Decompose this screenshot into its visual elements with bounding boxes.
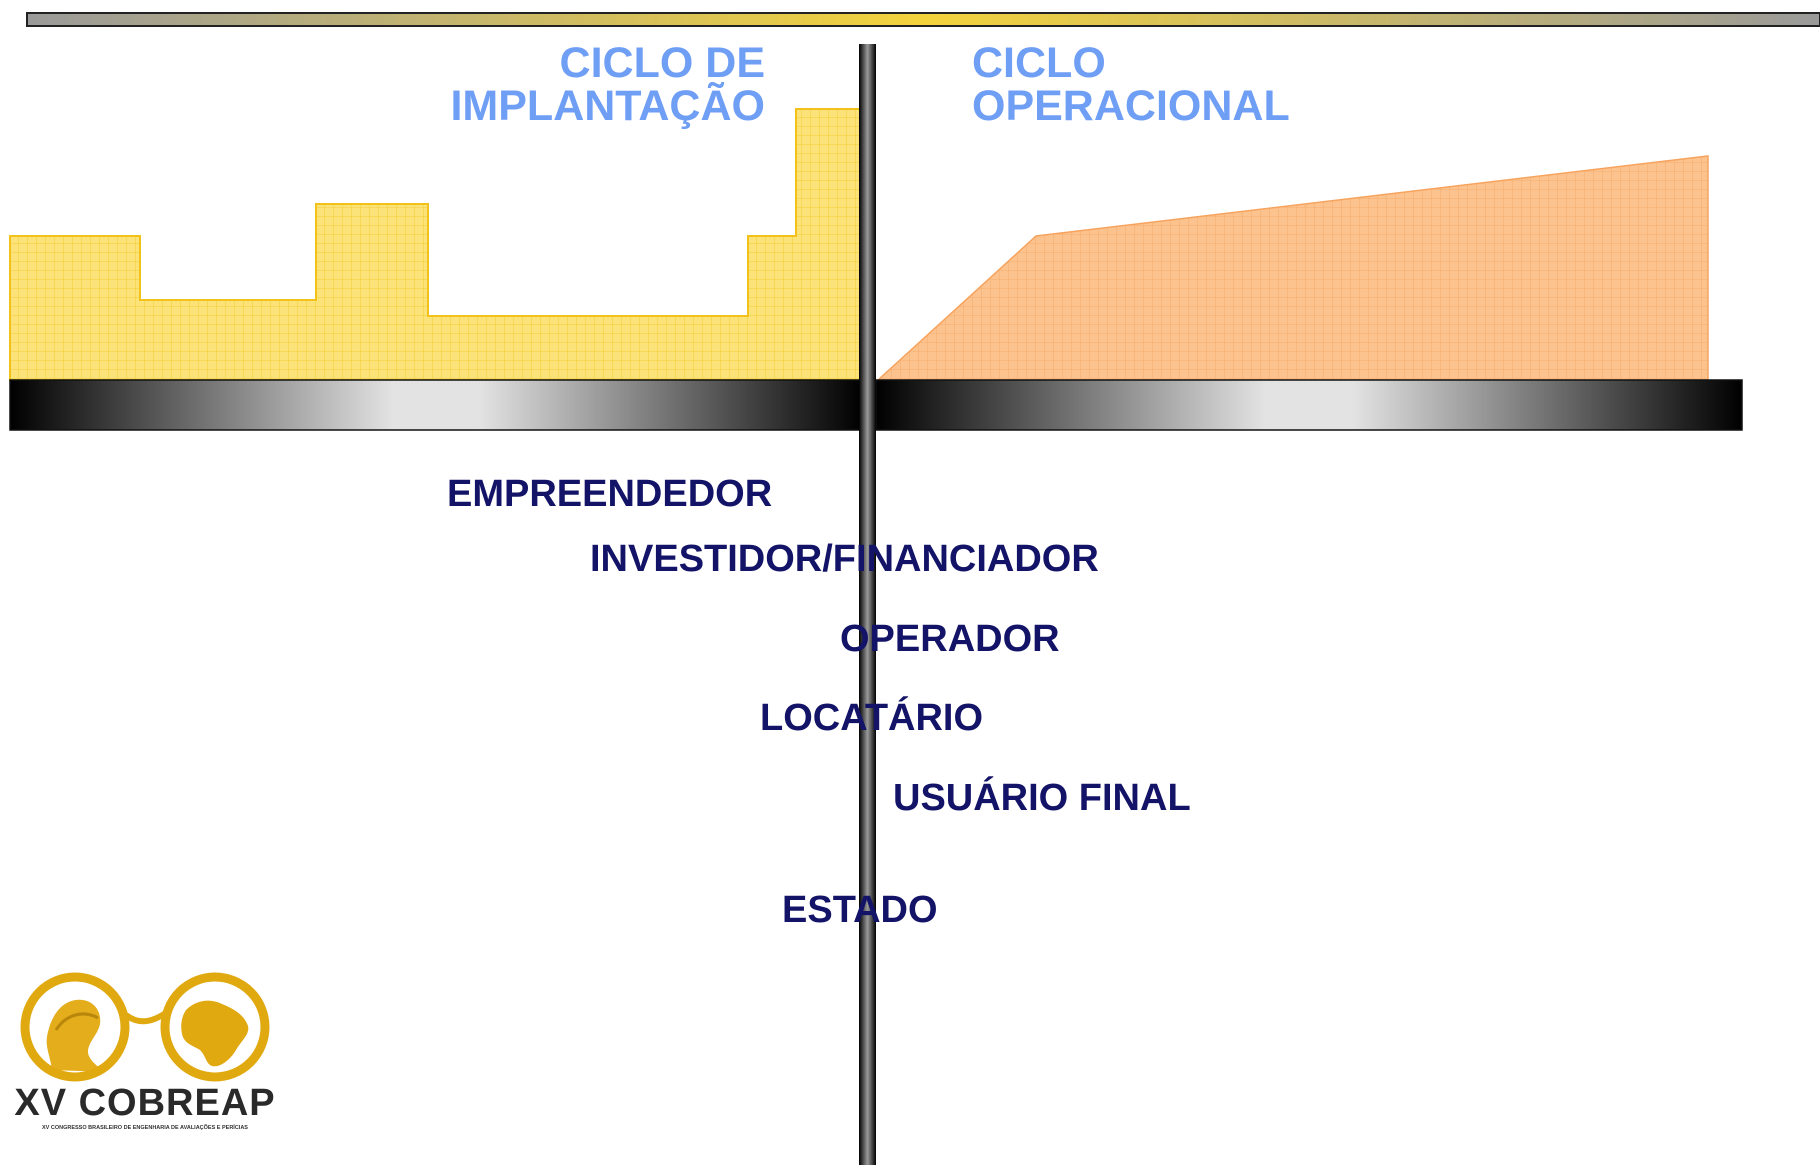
cobreap-logo: XV COBREAP XV CONGRESSO BRASILEIRO DE EN… — [10, 970, 280, 1152]
operational-cycle-area — [876, 155, 1709, 381]
time-axis-left — [9, 379, 863, 431]
logo-emblem-icon — [20, 972, 270, 1082]
implantation-cycle-heading: CICLO DE IMPLANTAÇÃO — [450, 42, 765, 128]
stakeholder-usuario-final: USUÁRIO FINAL — [893, 777, 1191, 819]
cycle-divider — [859, 44, 876, 1165]
stakeholder-estado: ESTADO — [782, 889, 938, 931]
stakeholder-investidor-financiador: INVESTIDOR/FINANCIADOR — [590, 538, 1099, 580]
operational-heading-line-2: OPERACIONAL — [972, 82, 1290, 130]
logo-subtitle: XV CONGRESSO BRASILEIRO DE ENGENHARIA DE… — [42, 1125, 248, 1131]
stakeholder-locatario: LOCATÁRIO — [760, 697, 984, 739]
brazil-map-icon — [181, 1000, 249, 1067]
stakeholder-empreendedor: EMPREENDEDOR — [447, 473, 773, 515]
operational-heading-line-1: CICLO — [972, 39, 1106, 87]
top-bar — [26, 12, 1820, 27]
operational-cycle-heading: CICLO OPERACIONAL — [972, 42, 1290, 128]
implantation-heading-line-2: IMPLANTAÇÃO — [450, 82, 765, 130]
implantation-heading-line-1: CICLO DE — [559, 39, 765, 87]
helmet-figure-icon — [46, 999, 106, 1072]
time-axis-right — [875, 379, 1743, 431]
stakeholder-operador: OPERADOR — [840, 618, 1060, 660]
implantation-cycle-area — [9, 108, 863, 381]
logo-title: XV COBREAP — [14, 1082, 276, 1124]
